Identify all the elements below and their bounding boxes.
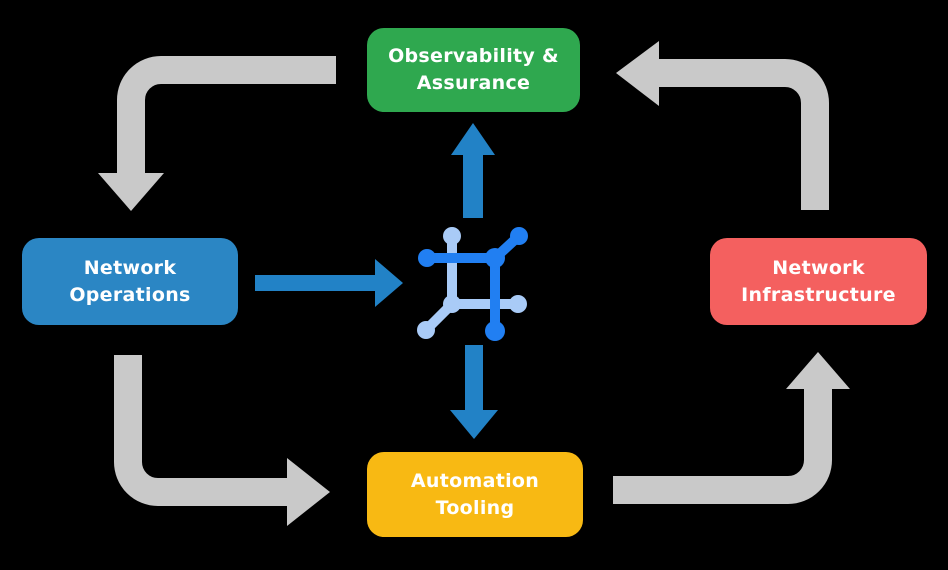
arrow-infrastructure-to-observability-shaft <box>658 59 829 210</box>
arrow-observability-to-operations-head <box>98 173 164 211</box>
arrow-tooling-to-infrastructure <box>613 352 850 504</box>
network-automation-platform-icon <box>417 227 528 341</box>
arrow-platform-to-observability <box>451 123 495 218</box>
arrow-operations-to-tooling-head <box>287 458 330 526</box>
platform-icon-light-node <box>417 321 435 339</box>
node-observability-label-line1: Observability & <box>388 45 559 67</box>
node-infrastructure-label-line2: Infrastructure <box>741 283 896 306</box>
arrow-platform-to-observability-head <box>451 123 495 155</box>
node-tooling-label-line2: Tooling <box>435 496 515 519</box>
platform-icon-light-node <box>509 295 527 313</box>
platform-icon-dark-node <box>485 321 505 341</box>
arrow-observability-to-operations <box>98 56 336 211</box>
platform-icon-dark-junction <box>485 248 505 268</box>
node-operations-label-line2: Operations <box>69 283 191 306</box>
node-tooling-label-line1: Automation <box>410 469 540 492</box>
arrow-infrastructure-to-observability <box>616 41 829 210</box>
arrow-observability-to-operations-shaft <box>117 56 336 175</box>
platform-icon-light-node <box>443 227 461 245</box>
platform-icon-dark-node <box>510 227 528 245</box>
node-automation-tooling: Automation Tooling <box>367 452 583 537</box>
arrow-operations-to-platform-head <box>375 259 403 307</box>
node-network-infrastructure: Network Infrastructure <box>710 238 927 325</box>
node-operations-label-line1: Network <box>83 256 177 279</box>
arrow-tooling-to-infrastructure-shaft <box>613 388 832 504</box>
arrow-operations-to-tooling-shaft <box>114 355 288 506</box>
platform-icon-light-junction <box>443 295 461 313</box>
arrow-tooling-to-infrastructure-head <box>786 352 850 389</box>
arrow-operations-to-tooling <box>114 355 330 526</box>
node-observability-assurance: Observability & Assurance <box>367 28 580 112</box>
node-network-operations: Network Operations <box>22 238 238 325</box>
platform-icon-dark-node <box>418 249 436 267</box>
node-observability-label-line2: Assurance <box>416 72 531 94</box>
node-infrastructure-label-line1: Network <box>772 256 865 279</box>
arrow-operations-to-platform <box>255 259 403 307</box>
arrow-platform-to-tooling-head <box>450 410 498 439</box>
arrow-infrastructure-to-observability-head <box>616 41 659 106</box>
arrow-platform-to-tooling <box>450 345 498 439</box>
